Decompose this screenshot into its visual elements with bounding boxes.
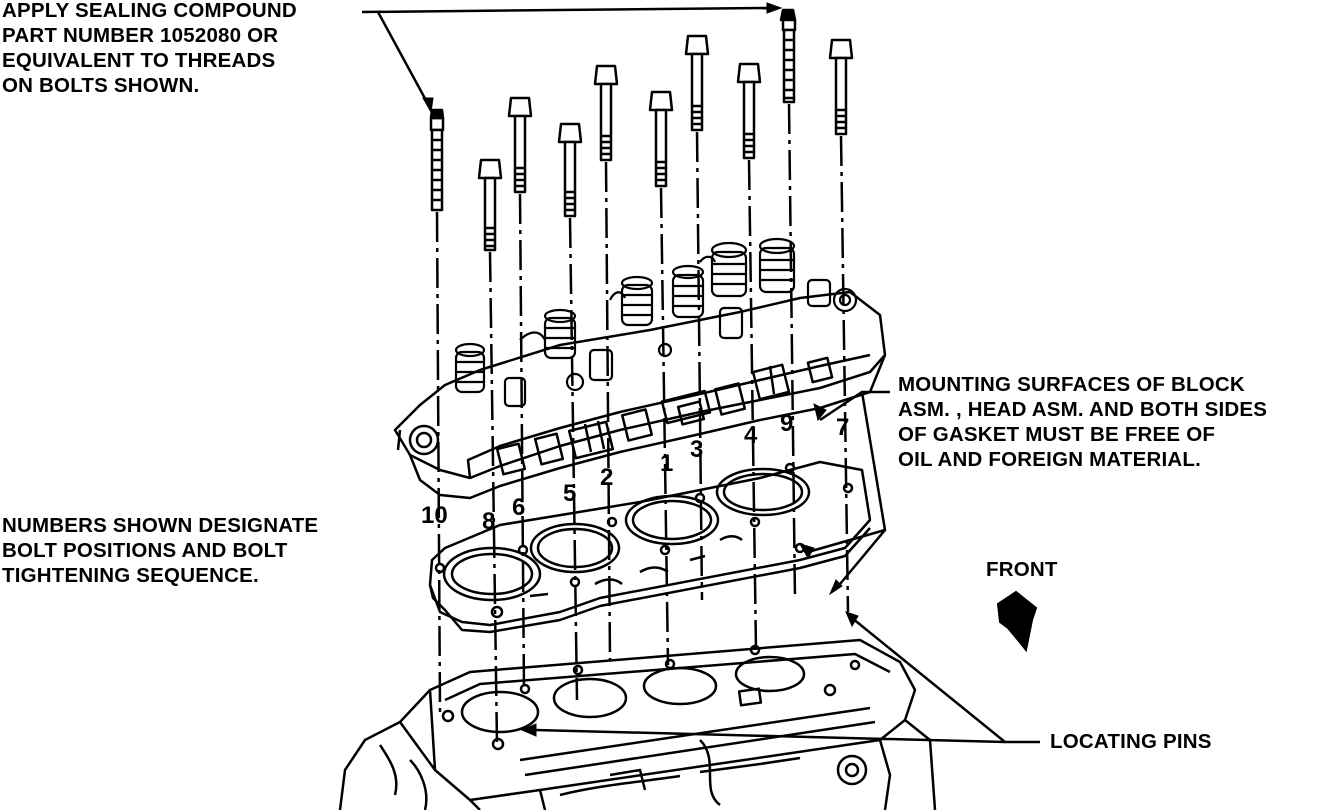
locating-pins-label: LOCATING PINS xyxy=(1050,730,1212,753)
surfaces-note-line-4: OIL AND FOREIGN MATERIAL. xyxy=(898,448,1202,471)
surfaces-note-line-2: ASM. , HEAD ASM. AND BOTH SIDES xyxy=(898,398,1268,421)
sealing-note-line-1: APPLY SEALING COMPOUND xyxy=(2,0,297,22)
sealing-compound-note: APPLY SEALING COMPOUND PART NUMBER 10520… xyxy=(2,0,297,98)
bolt-number-2: 2 xyxy=(600,464,614,491)
mounting-surfaces-note: MOUNTING SURFACES OF BLOCK ASM. , HEAD A… xyxy=(898,372,1267,472)
numbers-note-line-2: BOLT POSITIONS AND BOLT xyxy=(2,539,288,562)
bolt-number-1: 1 xyxy=(660,450,674,477)
bolt-7 xyxy=(828,38,854,136)
surfaces-note-line-1: MOUNTING SURFACES OF BLOCK xyxy=(898,373,1245,396)
bolt-alignment-lines xyxy=(435,103,850,746)
front-direction-arrow xyxy=(996,590,1038,653)
bolt-number-8: 8 xyxy=(482,508,496,535)
bolt-3 xyxy=(684,34,710,132)
bolt-number-5: 5 xyxy=(563,480,577,507)
sealing-note-line-3: EQUIVALENT TO THREADS xyxy=(2,49,276,72)
numbers-note-line-1: NUMBERS SHOWN DESIGNATE xyxy=(2,514,319,537)
bolt-number-3: 3 xyxy=(690,436,704,463)
surfaces-note-line-3: OF GASKET MUST BE FREE OF xyxy=(898,423,1216,446)
bolt-2 xyxy=(593,64,619,162)
bolt-8 xyxy=(477,158,503,252)
sealing-note-line-4: ON BOLTS SHOWN. xyxy=(2,74,200,97)
bolt-9 xyxy=(779,8,797,104)
cylinder-head xyxy=(393,237,887,500)
head-bolts xyxy=(429,8,854,252)
sealing-note-line-2: PART NUMBER 1052080 OR xyxy=(2,24,279,47)
front-label: FRONT xyxy=(986,558,1058,581)
head-gasket xyxy=(428,460,872,634)
leader-lines xyxy=(361,6,1040,744)
bolt-number-4: 4 xyxy=(744,422,758,449)
bolt-1 xyxy=(648,90,674,188)
bolt-10 xyxy=(429,108,445,212)
numbers-note-line-3: TIGHTENING SEQUENCE. xyxy=(2,564,259,587)
bolt-number-7: 7 xyxy=(836,414,850,441)
bolt-sequence-note: NUMBERS SHOWN DESIGNATE BOLT POSITIONS A… xyxy=(2,513,318,588)
bolt-number-6: 6 xyxy=(512,494,526,521)
bolt-6 xyxy=(507,96,533,194)
bolt-number-9: 9 xyxy=(780,410,794,437)
bolt-number-10: 10 xyxy=(421,502,448,529)
bolt-4 xyxy=(736,62,762,160)
engine-block xyxy=(338,638,937,810)
arrowheads xyxy=(422,2,859,737)
bolt-5 xyxy=(557,122,583,218)
